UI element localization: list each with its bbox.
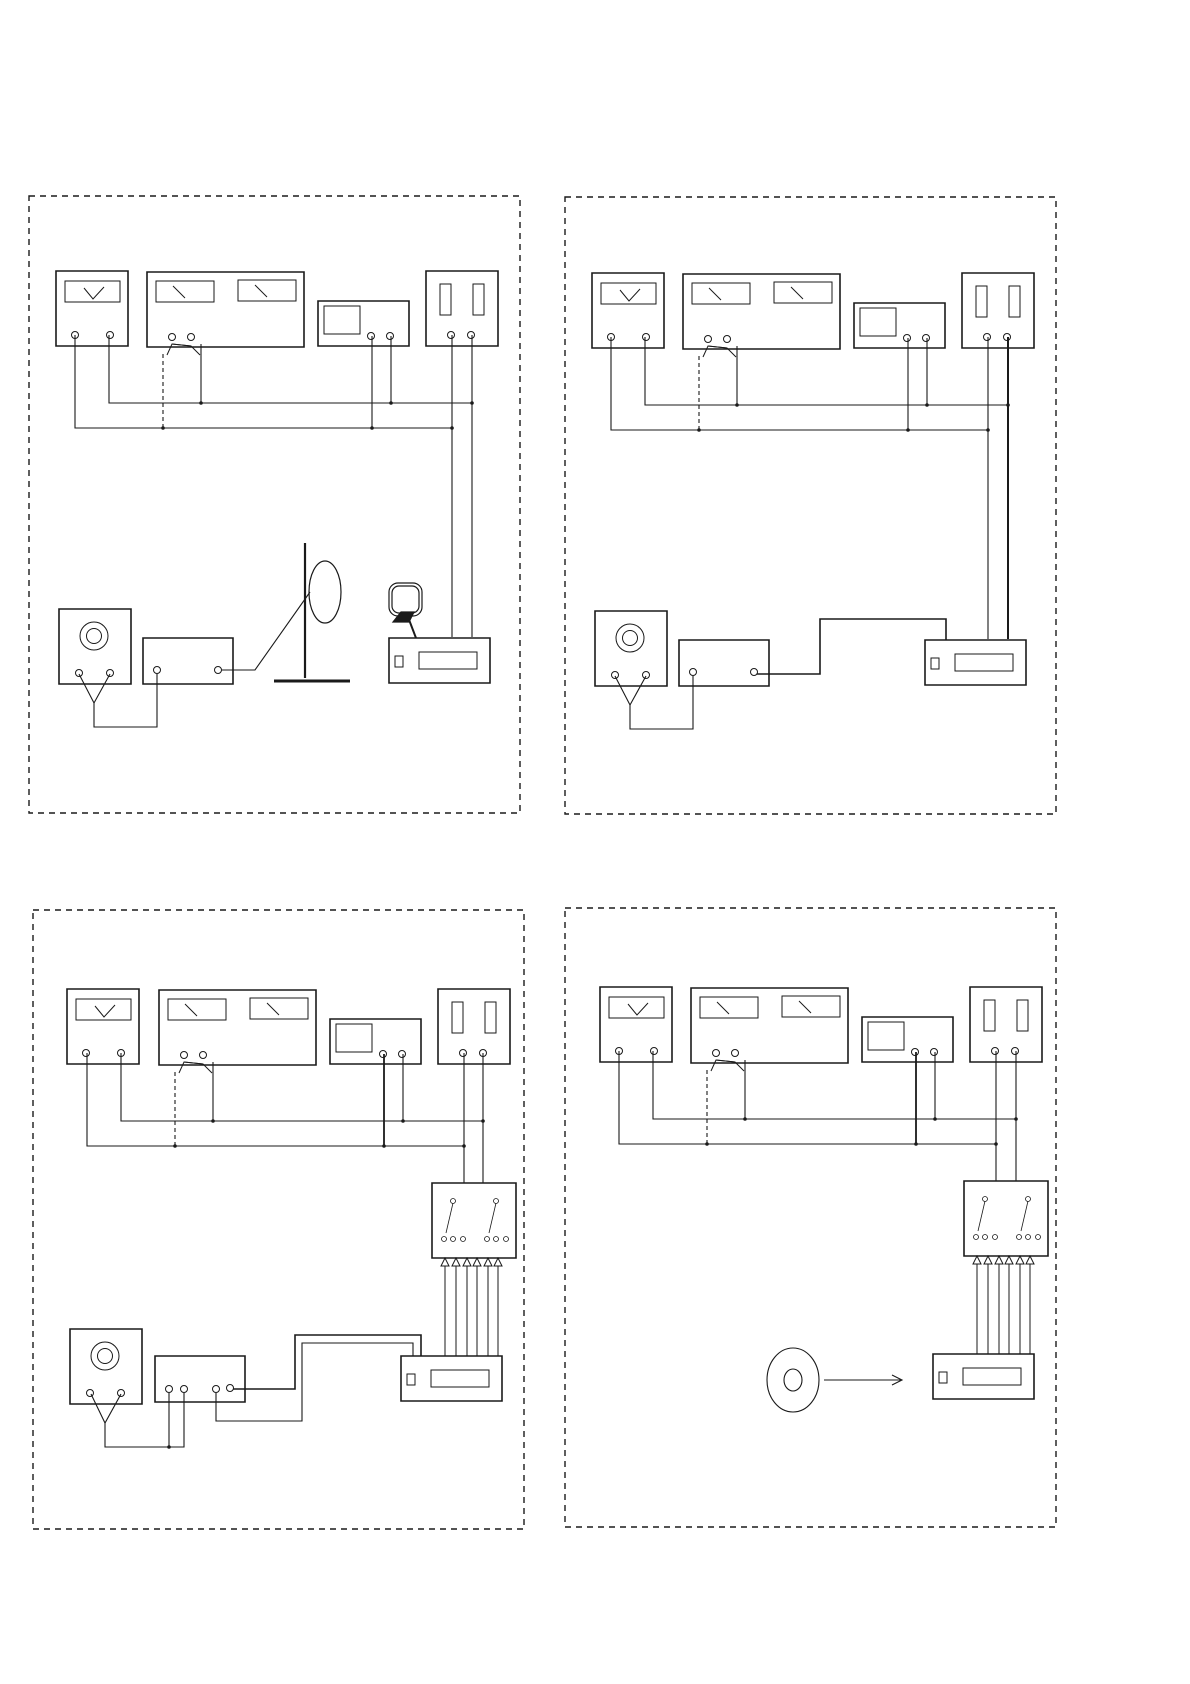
panel-bottom-right xyxy=(565,908,1056,1527)
supply-1 xyxy=(426,271,498,346)
supply-4 xyxy=(970,987,1042,1062)
switch-box-3 xyxy=(432,1183,516,1258)
wiring-4 xyxy=(619,1051,1016,1181)
wiring-2 xyxy=(611,337,1008,639)
pickup-transducer xyxy=(389,583,422,638)
junctions-2 xyxy=(697,403,1010,432)
scope-2 xyxy=(854,303,945,348)
junctions-4 xyxy=(705,1117,1018,1146)
dual-meter-2 xyxy=(683,274,840,357)
recorder-4 xyxy=(933,1354,1034,1399)
switch-box-4 xyxy=(964,1181,1048,1256)
loudspeaker-stand xyxy=(274,543,350,681)
meter-4 xyxy=(600,987,672,1062)
panel-top-right xyxy=(565,197,1056,814)
supply-2 xyxy=(962,273,1034,348)
scope-4 xyxy=(862,1017,953,1062)
wiring-3 xyxy=(87,1053,483,1183)
recorder-2 xyxy=(925,640,1026,685)
bus-arrows-3 xyxy=(441,1258,502,1356)
junctions-3 xyxy=(173,1119,485,1148)
supply-3 xyxy=(438,989,510,1064)
dual-meter-3 xyxy=(159,990,316,1073)
dual-meter-4 xyxy=(691,988,848,1071)
meter-2 xyxy=(592,273,664,348)
scope-3 xyxy=(330,1019,421,1064)
generator-2 xyxy=(595,611,667,686)
generator-3 xyxy=(70,1329,142,1404)
panel-bottom-left xyxy=(33,910,524,1529)
recorder-3 xyxy=(401,1356,502,1401)
generator-1 xyxy=(59,609,131,684)
recorder-1 xyxy=(389,638,490,683)
disc-source xyxy=(767,1348,902,1412)
wiring-1 xyxy=(75,335,472,637)
bus-arrows-4 xyxy=(973,1256,1034,1354)
meter-3 xyxy=(67,989,139,1064)
scope-1 xyxy=(318,301,409,346)
junctions-1 xyxy=(161,401,474,430)
panel-top-left xyxy=(29,196,520,813)
meter-1 xyxy=(56,271,128,346)
dual-meter-1 xyxy=(147,272,304,355)
